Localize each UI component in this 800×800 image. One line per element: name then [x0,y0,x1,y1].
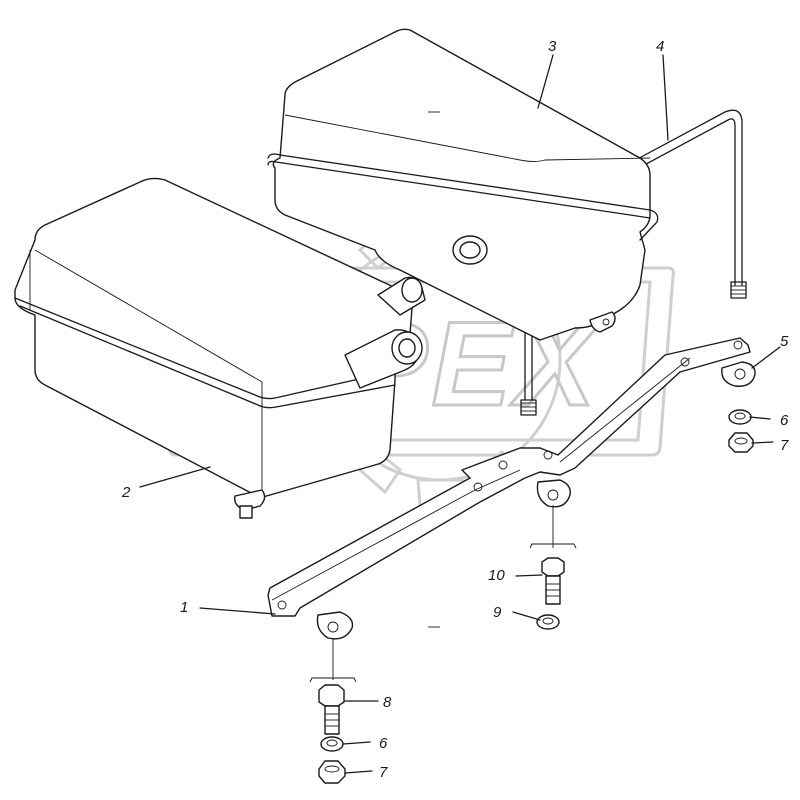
callout-1: 1 [180,599,188,616]
leader-lines [139,54,781,774]
bolt-8 [318,684,345,735]
washer-9 [536,614,560,630]
tank-3 [267,28,659,341]
bolt-10 [541,557,565,605]
assembly-axes [309,505,577,683]
washer-6-lower [320,736,344,752]
mounting-bracket [267,337,756,640]
fasteners [318,409,754,784]
callout-10: 10 [488,567,505,584]
callout-6-right: 6 [780,412,789,429]
callout-2: 2 [121,484,131,501]
callout-3: 3 [548,38,557,55]
callout-7-lower: 7 [379,764,388,781]
callout-8: 8 [383,694,392,711]
washer-6-right [728,409,752,425]
tank-2 [14,177,426,519]
callout-9: 9 [493,604,502,621]
nut-7-lower [318,760,346,784]
callout-7-right: 7 [780,437,789,454]
callout-4: 4 [656,38,664,55]
callout-6-lower: 6 [379,735,388,752]
callout-5: 5 [780,333,789,350]
callouts: 1 2 3 4 5 6 7 8 6 7 9 10 [121,38,789,781]
nut-7-right [728,432,754,453]
bracket-clamp-5 [721,361,756,387]
